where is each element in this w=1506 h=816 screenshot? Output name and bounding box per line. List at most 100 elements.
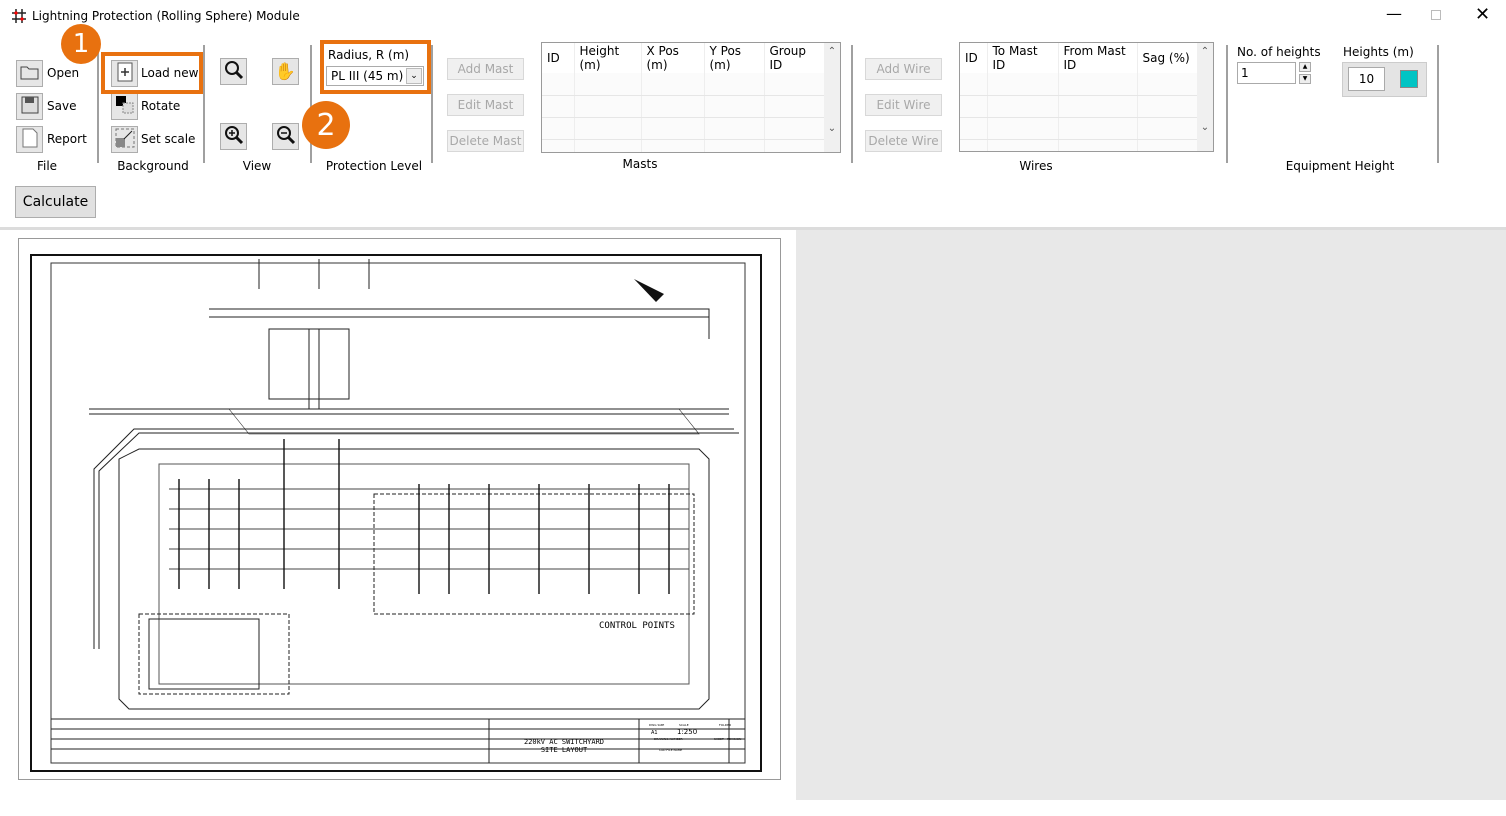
spinner-down[interactable]: ▼ xyxy=(1299,74,1311,84)
zoom-out-button[interactable] xyxy=(272,123,299,150)
separator xyxy=(97,45,99,163)
north-arrow-icon xyxy=(634,279,664,302)
height-color-swatch[interactable] xyxy=(1400,70,1418,88)
height-input[interactable]: 10 xyxy=(1348,67,1385,91)
minimize-button[interactable]: — xyxy=(1386,4,1402,23)
step-badge-2: 2 xyxy=(302,101,350,149)
set-scale-button[interactable] xyxy=(111,126,138,153)
masts-table[interactable]: ID Height (m) X Pos (m) Y Pos (m) Group … xyxy=(541,42,841,153)
highlight-protection-level xyxy=(320,40,431,94)
col-sag[interactable]: Sag (%) xyxy=(1137,43,1199,73)
no-of-heights-value: 1 xyxy=(1241,66,1249,80)
view-group-label: View xyxy=(242,159,272,173)
size-value: A1 xyxy=(651,730,658,736)
edit-mast-button[interactable]: Edit Mast xyxy=(447,94,524,116)
col-xpos[interactable]: X Pos (m) xyxy=(641,43,705,73)
col-id[interactable]: ID xyxy=(960,43,988,73)
scale-icon xyxy=(115,128,135,151)
radius-label: Radius, R (m) xyxy=(328,48,410,62)
drawing-title-1: 220kV AC SWITCHYARD xyxy=(524,738,604,746)
pan-button[interactable]: ✋ xyxy=(272,58,299,85)
protection-level-select[interactable]: PL III (45 m) ⌄ xyxy=(326,66,424,86)
heights-label: Heights (m) xyxy=(1343,45,1414,59)
col-id[interactable]: ID xyxy=(542,43,575,73)
step-badge-1: 1 xyxy=(61,24,101,64)
rotate-label[interactable]: Rotate xyxy=(141,99,181,113)
highlight-load-new xyxy=(101,52,203,94)
protection-level-value: PL III (45 m) xyxy=(331,69,404,83)
zoom-out-icon xyxy=(276,125,296,148)
revision-label: REVISION xyxy=(727,737,741,741)
size-label: DWG SIZE xyxy=(649,723,664,727)
load-new-label[interactable]: Load new xyxy=(141,66,199,80)
col-group[interactable]: Group ID xyxy=(764,43,827,73)
canvas-divider xyxy=(0,227,1506,230)
report-button[interactable] xyxy=(16,126,43,153)
delete-mast-button[interactable]: Delete Mast xyxy=(447,130,524,152)
calculate-button[interactable]: Calculate xyxy=(15,186,96,218)
folder-label: FOLDER xyxy=(719,723,731,727)
col-height[interactable]: Height (m) xyxy=(574,43,642,73)
window-title: Lightning Protection (Rolling Sphere) Mo… xyxy=(32,9,300,23)
canvas-empty-area[interactable] xyxy=(796,230,1506,800)
col-from-mast[interactable]: From Mast ID xyxy=(1058,43,1138,73)
scale-value: 1:250 xyxy=(677,728,697,736)
no-of-heights-input[interactable]: 1 xyxy=(1237,62,1296,84)
col-to-mast[interactable]: To Mast ID xyxy=(987,43,1059,73)
edit-wire-button[interactable]: Edit Wire xyxy=(865,94,942,116)
separator xyxy=(431,45,433,163)
floppy-icon xyxy=(21,96,39,117)
report-label[interactable]: Report xyxy=(47,132,87,146)
maximize-button[interactable] xyxy=(1431,10,1441,20)
new-file-icon xyxy=(117,62,133,85)
pdf-icon xyxy=(22,128,38,151)
sheet-label: SHEET xyxy=(714,737,724,741)
separator xyxy=(851,45,853,163)
zoom-in-icon xyxy=(224,125,244,148)
masts-group-label: Masts xyxy=(622,157,658,171)
save-label[interactable]: Save xyxy=(47,99,77,113)
drawing-title-2: SITE LAYOUT xyxy=(541,746,588,754)
set-scale-label[interactable]: Set scale xyxy=(141,132,196,146)
close-button[interactable]: ✕ xyxy=(1475,4,1491,25)
masts-scrollbar[interactable]: ⌃⌄ xyxy=(824,43,840,152)
no-of-heights-label: No. of heights xyxy=(1237,45,1321,59)
add-mast-button[interactable]: Add Mast xyxy=(447,58,524,80)
spinner-up[interactable]: ▲ xyxy=(1299,62,1311,72)
rotate-button[interactable] xyxy=(111,93,138,120)
control-points-label: CONTROL POINTS xyxy=(599,621,675,631)
open-button[interactable] xyxy=(16,60,43,87)
pan-hand-icon: ✋ xyxy=(274,61,297,82)
wires-table[interactable]: ID To Mast ID From Mast ID Sag (%) ⌃⌄ xyxy=(959,42,1214,152)
open-label[interactable]: Open xyxy=(47,66,80,80)
calculate-label: Calculate xyxy=(22,194,89,210)
separator xyxy=(203,45,205,163)
protection-group-label: Protection Level xyxy=(325,159,423,173)
zoom-fit-button[interactable] xyxy=(220,58,247,85)
separator xyxy=(1226,45,1228,163)
load-new-button[interactable] xyxy=(111,60,138,87)
background-group-label: Background xyxy=(117,159,189,173)
wires-scrollbar[interactable]: ⌃⌄ xyxy=(1197,43,1213,151)
delete-wire-button[interactable]: Delete Wire xyxy=(865,130,942,152)
separator xyxy=(1437,45,1439,163)
save-button[interactable] xyxy=(16,93,43,120)
site-drawing[interactable]: CONTROL POINTS 220kV AC SWITCHYARD SITE … xyxy=(18,238,781,780)
chevron-down-icon[interactable]: ⌄ xyxy=(406,68,422,84)
rotate-icon xyxy=(115,95,135,118)
equipment-group-label: Equipment Height xyxy=(1285,159,1395,173)
scale-label: SCALE xyxy=(679,723,689,727)
cad-file-label: CAD FILE NAME xyxy=(659,748,682,752)
col-ypos[interactable]: Y Pos (m) xyxy=(704,43,765,73)
add-wire-button[interactable]: Add Wire xyxy=(865,58,942,80)
folder-icon xyxy=(20,64,40,83)
drawing-number-label: DRAWING NUMBER xyxy=(654,737,683,741)
height-value: 10 xyxy=(1358,72,1375,86)
zoom-in-button[interactable] xyxy=(220,123,247,150)
zoom-fit-icon xyxy=(224,60,244,83)
wires-group-label: Wires xyxy=(1019,159,1053,173)
separator xyxy=(310,45,312,163)
file-group-label: File xyxy=(36,159,58,173)
site-drawing-svg: CONTROL POINTS 220kV AC SWITCHYARD SITE … xyxy=(30,254,762,772)
app-icon xyxy=(12,9,26,23)
